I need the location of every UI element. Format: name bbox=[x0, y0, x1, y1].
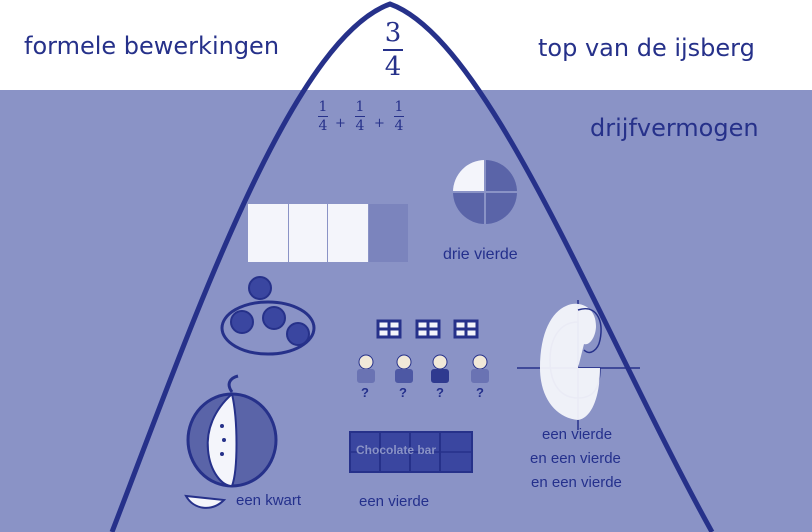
label-tip-of-iceberg: top van de ijsberg bbox=[538, 34, 755, 62]
top-fraction-denominator: 4 bbox=[384, 52, 402, 82]
child-1 bbox=[357, 354, 375, 383]
child-4 bbox=[471, 354, 489, 383]
sum-term-1: 1 4 bbox=[318, 99, 328, 134]
label-sum-line-2: en een vierde bbox=[530, 450, 621, 467]
quarter-sweep-diagram bbox=[517, 300, 640, 430]
top-fraction: 3 4 bbox=[383, 20, 403, 80]
iceberg-outline bbox=[109, 1, 715, 532]
chocolate-wrapper-text: Chocolate bar bbox=[356, 443, 437, 457]
iceberg-tip bbox=[316, 4, 462, 90]
bar-cell-1 bbox=[248, 204, 288, 262]
three-quarter-circle bbox=[453, 160, 517, 224]
fraction-bar bbox=[383, 49, 403, 51]
top-fraction-numerator: 3 bbox=[384, 18, 402, 48]
label-sum-line-1: een vierde bbox=[542, 426, 613, 443]
apple-slice bbox=[184, 494, 227, 509]
circle-quarter-bottom-left bbox=[453, 192, 485, 224]
label-three-quarters: drie vierde bbox=[443, 246, 518, 263]
window-squares bbox=[376, 319, 479, 339]
child-3-question: ? bbox=[436, 385, 444, 400]
label-formal-operations: formele bewerkingen bbox=[24, 32, 280, 60]
sum-term-3: 1 4 bbox=[394, 99, 404, 134]
child-3 bbox=[431, 354, 449, 383]
circle-quarter-bottom-right bbox=[485, 192, 517, 224]
child-2 bbox=[395, 354, 413, 383]
sum-operator-2: + bbox=[374, 116, 385, 131]
balls-group bbox=[220, 276, 316, 356]
ball-2 bbox=[262, 306, 286, 330]
chocolate-bar bbox=[349, 431, 473, 473]
ball-outside bbox=[248, 276, 272, 300]
bar-cell-3 bbox=[328, 204, 368, 262]
bar-cell-4 bbox=[369, 204, 408, 262]
children-row bbox=[357, 354, 489, 383]
bar-cell-2 bbox=[289, 204, 327, 262]
label-buoyancy: drijfvermogen bbox=[590, 114, 759, 142]
ball-3 bbox=[286, 322, 310, 346]
child-1-question: ? bbox=[361, 385, 369, 400]
child-2-question: ? bbox=[399, 385, 407, 400]
circle-quarter-top-left bbox=[453, 160, 485, 192]
label-a-quarter: een kwart bbox=[236, 492, 302, 509]
loop bbox=[220, 300, 316, 356]
label-sum-line-3: en een vierde bbox=[531, 474, 622, 491]
ball-1 bbox=[230, 310, 254, 334]
bar-model bbox=[248, 204, 408, 262]
sum-term-2: 1 4 bbox=[355, 99, 365, 134]
label-one-quarter: een vierde bbox=[359, 493, 430, 510]
circle-quarter-top-right bbox=[485, 160, 517, 192]
child-4-question: ? bbox=[476, 385, 484, 400]
sweep-band bbox=[540, 303, 600, 420]
apple-drawing bbox=[184, 374, 278, 509]
sum-operator-1: + bbox=[335, 116, 346, 131]
